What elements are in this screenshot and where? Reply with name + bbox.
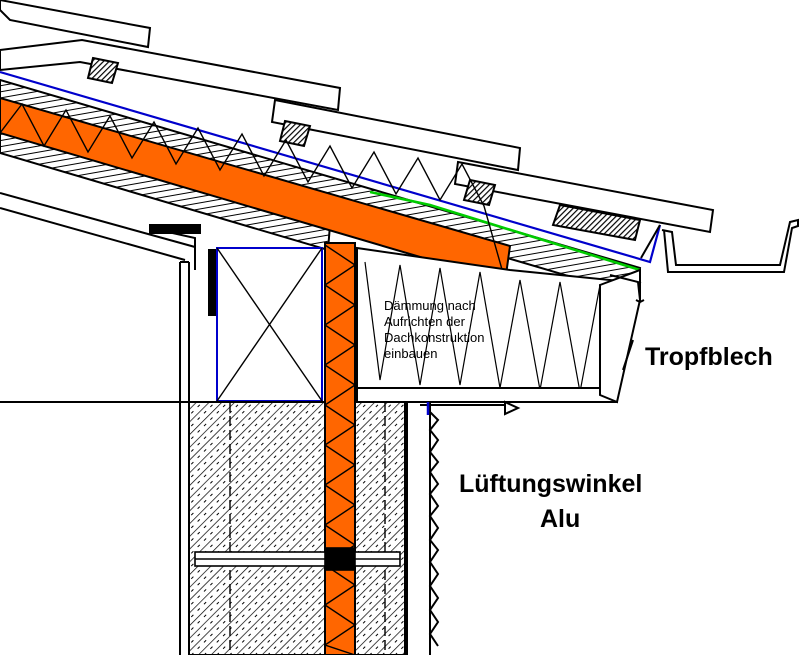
gutter <box>661 218 799 273</box>
vent-angle-label-line2: Alu <box>540 505 581 533</box>
roof-tiles <box>0 0 715 234</box>
wall-insulation <box>323 242 357 655</box>
drip-edge <box>609 224 661 371</box>
wall-eave-lines <box>0 192 218 316</box>
roof-tile <box>453 160 715 234</box>
batten <box>462 178 497 207</box>
vent-angle <box>404 400 521 655</box>
masonry <box>188 401 408 655</box>
insulation-zigzag <box>0 102 506 281</box>
membranes <box>0 70 662 272</box>
batten <box>551 203 642 242</box>
roof-tile <box>270 98 522 172</box>
roof-tile <box>0 38 342 112</box>
wall-tie <box>194 547 401 571</box>
batten <box>278 119 312 148</box>
vent-angle-label-line1: Lüftungswinkel <box>459 470 643 498</box>
insulation-note-line1: Dämmung nach <box>384 298 476 313</box>
insulation-note-line3: Dachkonstruktion <box>384 330 485 345</box>
green-underlay <box>369 190 641 272</box>
wall-plate <box>216 247 323 402</box>
roof-tile <box>0 0 152 49</box>
blue-membrane <box>0 70 662 264</box>
left-wall-outline <box>179 261 190 655</box>
drip-edge-label: Tropfblech <box>645 343 773 371</box>
insulation-note-line2: Aufrichten der <box>384 314 465 329</box>
batten <box>86 56 120 85</box>
roof-battens <box>86 56 642 242</box>
insulation-note-line4: einbauen <box>384 346 438 361</box>
